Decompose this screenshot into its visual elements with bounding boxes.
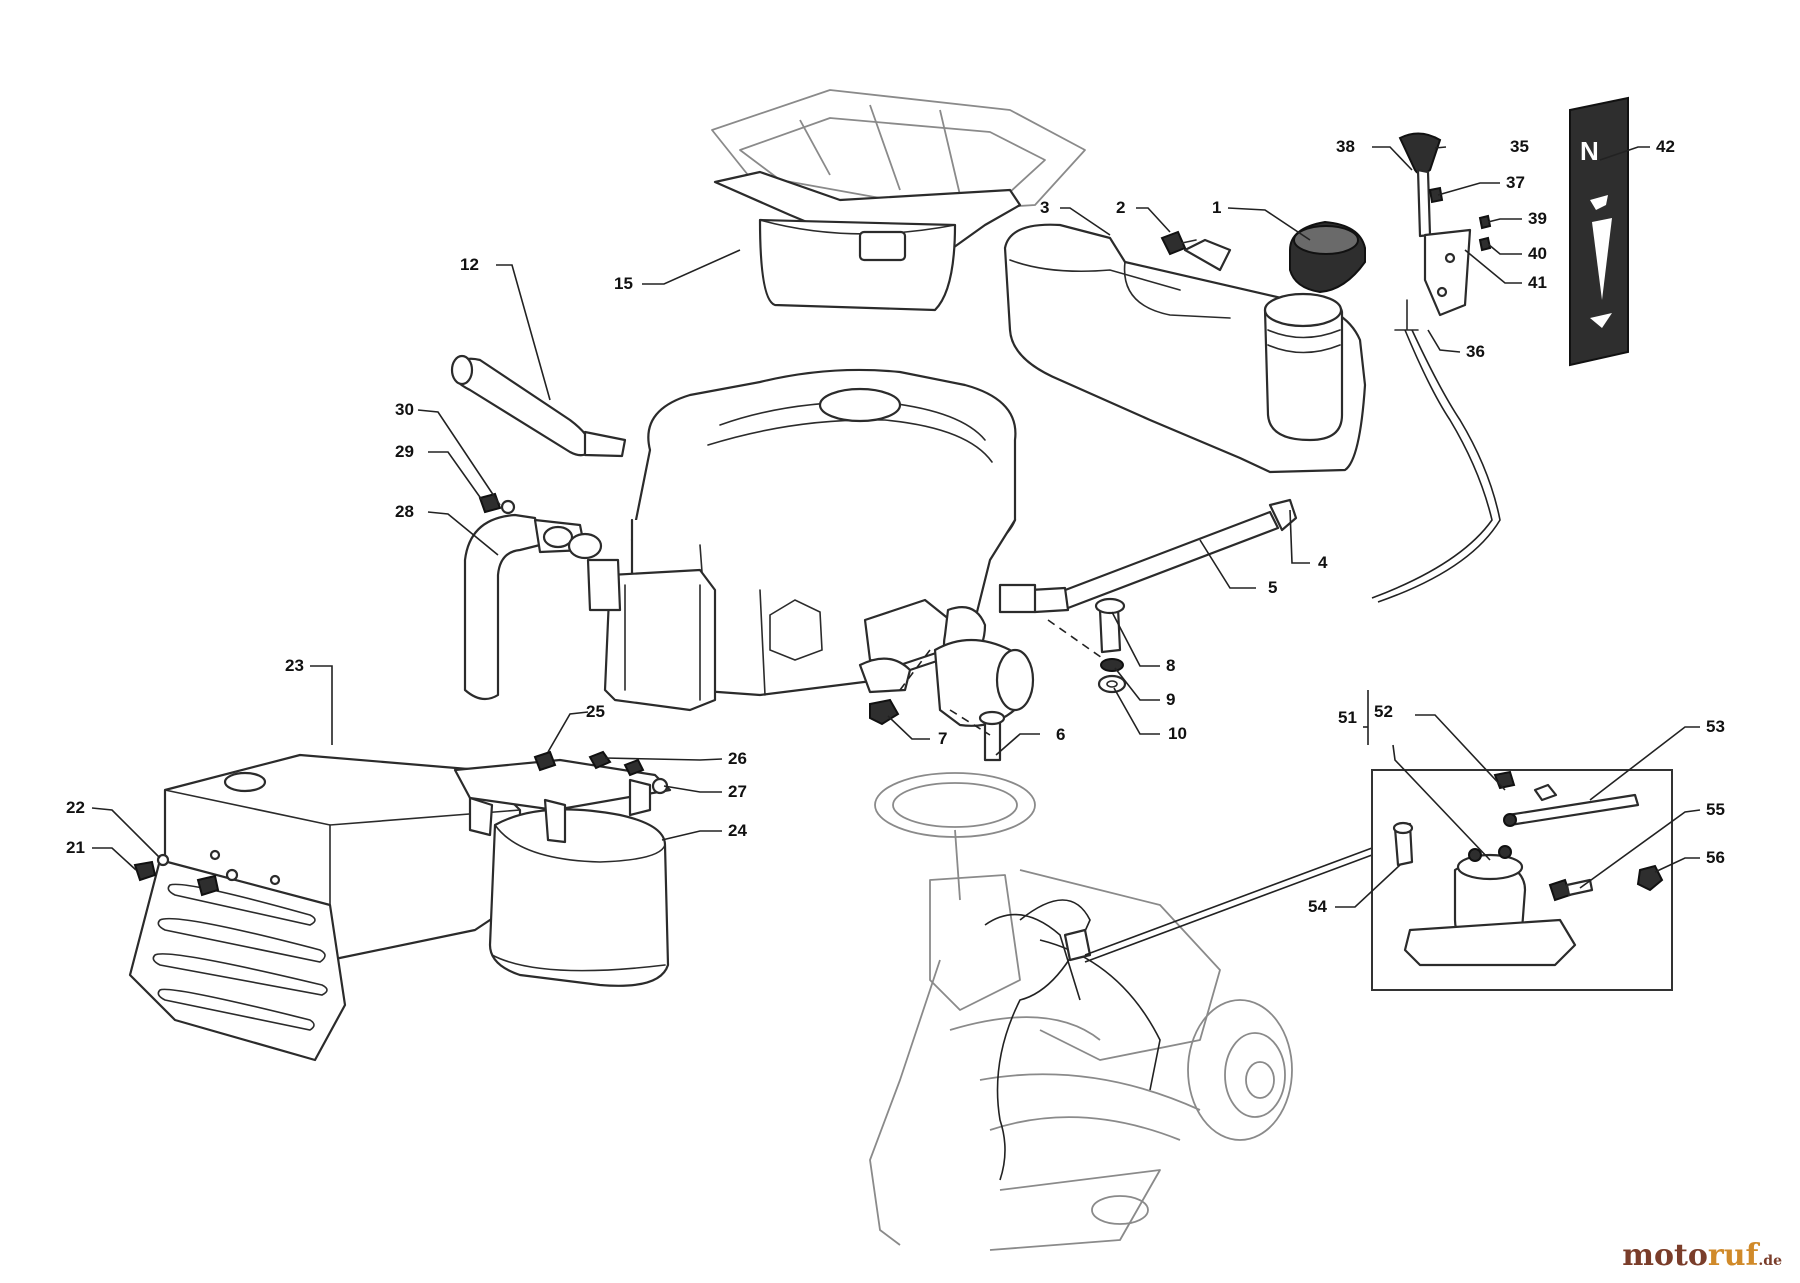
engine bbox=[603, 368, 1017, 712]
watermark-suffix: .de bbox=[1758, 1253, 1782, 1269]
oil-filter bbox=[933, 638, 1035, 727]
callout-53: 53 bbox=[1706, 717, 1725, 736]
callout-27: 27 bbox=[728, 782, 747, 801]
leader-lines bbox=[91, 146, 1701, 908]
callout-37: 37 bbox=[1506, 173, 1525, 192]
callout-55: 55 bbox=[1706, 800, 1725, 819]
callout-15: 15 bbox=[614, 274, 633, 293]
breather-hose bbox=[450, 354, 627, 458]
callout-29: 29 bbox=[395, 442, 414, 461]
nut-26 bbox=[588, 750, 645, 777]
tractor-overview bbox=[869, 772, 1373, 1251]
battery bbox=[488, 808, 670, 987]
drain-nut bbox=[869, 698, 900, 726]
callout-6: 6 bbox=[1056, 725, 1065, 744]
watermark-brand-a: moto bbox=[1622, 1238, 1708, 1273]
tank-screw bbox=[1160, 230, 1197, 256]
air-filter-assembly bbox=[711, 89, 1086, 312]
drain-bolt bbox=[978, 710, 1006, 762]
callout-39: 39 bbox=[1528, 209, 1547, 228]
callout-7: 7 bbox=[938, 729, 947, 748]
callout-56: 56 bbox=[1706, 848, 1725, 867]
exhaust-pipe bbox=[463, 513, 622, 701]
callout-40: 40 bbox=[1528, 244, 1547, 263]
callout-23: 23 bbox=[285, 656, 304, 675]
bolt-25 bbox=[533, 750, 557, 772]
callout-52: 52 bbox=[1374, 702, 1393, 721]
callout-9: 9 bbox=[1166, 690, 1175, 709]
fuel-line bbox=[998, 498, 1298, 614]
callout-36: 36 bbox=[1466, 342, 1485, 361]
callout-30: 30 bbox=[395, 400, 414, 419]
decal-letter: N bbox=[1580, 136, 1599, 166]
fuel-cap bbox=[1289, 220, 1366, 294]
callout-21: 21 bbox=[66, 838, 85, 857]
callout-1: 1 bbox=[1212, 198, 1221, 217]
callout-3: 3 bbox=[1040, 198, 1049, 217]
callout-28: 28 bbox=[395, 502, 414, 521]
callout-5: 5 bbox=[1268, 578, 1277, 597]
callout-41: 41 bbox=[1528, 273, 1547, 292]
solenoid-wire bbox=[1503, 793, 1640, 827]
callout-2: 2 bbox=[1116, 198, 1125, 217]
callout-25: 25 bbox=[586, 702, 605, 721]
watermark-logo: motoruf.de bbox=[1622, 1238, 1782, 1273]
watermark-brand-b: ruf bbox=[1707, 1238, 1759, 1273]
callout-38: 38 bbox=[1336, 137, 1355, 156]
callout-24: 24 bbox=[728, 821, 747, 840]
throttle-lever bbox=[1416, 168, 1472, 317]
screw-21 bbox=[133, 860, 220, 897]
throttle-knob bbox=[1398, 132, 1442, 175]
callout-labels: 1 2 3 4 5 6 7 8 9 10 12 15 21 22 23 24 2… bbox=[66, 137, 1725, 916]
callout-4: 4 bbox=[1318, 553, 1328, 572]
callout-8: 8 bbox=[1166, 656, 1175, 675]
exhaust-bolt bbox=[478, 492, 516, 515]
callout-54: 54 bbox=[1308, 897, 1327, 916]
callout-22: 22 bbox=[66, 798, 85, 817]
washer-10 bbox=[1097, 674, 1127, 694]
callout-35: 35 bbox=[1510, 137, 1529, 156]
callout-26: 26 bbox=[728, 749, 747, 768]
throttle-decal: N bbox=[1569, 96, 1629, 367]
throttle-bolts bbox=[1428, 186, 1492, 252]
hood-cover bbox=[128, 753, 522, 1062]
callout-12: 12 bbox=[460, 255, 479, 274]
callout-10: 10 bbox=[1168, 724, 1187, 743]
washer-9 bbox=[1100, 658, 1124, 672]
fuel-tank bbox=[1003, 223, 1367, 474]
washer-22 bbox=[156, 853, 239, 882]
callout-42: 42 bbox=[1656, 137, 1675, 156]
callout-51: 51 bbox=[1338, 708, 1357, 727]
battery-bracket bbox=[453, 758, 672, 844]
throttle-cable bbox=[1371, 299, 1501, 603]
